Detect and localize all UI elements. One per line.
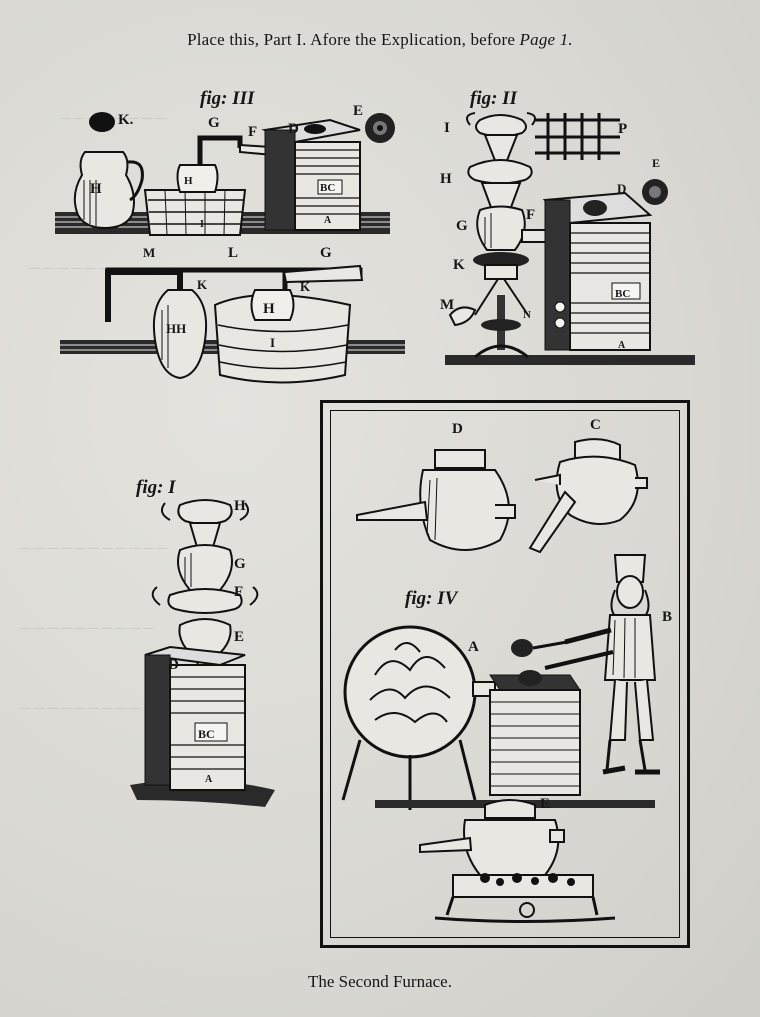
fig-2-letter-m: M: [440, 297, 455, 313]
fig-3-letter-k-left: K: [197, 277, 208, 292]
fig-4-label: fig: IV: [405, 588, 458, 609]
fig-2-letter-h: H: [440, 171, 452, 187]
fig-4-illustration: [341, 438, 660, 923]
fig-2-letter-d: D: [617, 181, 627, 196]
fig-2-letter-f: F: [526, 207, 536, 223]
fig-3-letter-hh: HH: [166, 321, 187, 336]
bleed-through-text: — — — — — — — — — —: [20, 620, 154, 634]
fig-4-letter-e: E: [540, 796, 551, 812]
fig-4-frame: [320, 400, 690, 948]
fig-2-letter-bc: BC: [615, 288, 631, 300]
fig-2-letter-k: K: [453, 257, 465, 273]
fig-3-letter-l: L: [228, 245, 239, 261]
fig-3-letter-i-lower: I: [270, 335, 276, 350]
plate-caption: The Second Furnace.: [308, 972, 452, 991]
fig-3-letter-bc: BC: [320, 182, 336, 194]
fig-2-letter-g: G: [456, 218, 468, 234]
fig-2-letter-n: N: [523, 309, 531, 321]
fig-3-letter-m: M: [143, 245, 156, 260]
bleed-through-text: — — — — — — — — —: [20, 700, 141, 714]
fig-3-letter-h: H: [90, 181, 102, 197]
fig-1-illustration: [130, 499, 275, 807]
fig-1-letter-h: H: [234, 498, 246, 514]
header-page-ref: Page 1.: [519, 30, 573, 49]
fig-1-letter-d: D: [168, 657, 179, 673]
bleed-through-text: — — — — — — — — — — —: [20, 540, 168, 554]
fig-1-letter-a: A: [205, 774, 213, 785]
bleed-through-text: — — — — — — —: [30, 260, 123, 274]
fig-3-letter-g: G: [208, 115, 220, 131]
fig-4-letter-b: B: [662, 609, 673, 625]
fig-4-letter-c: C: [590, 417, 601, 433]
page-header: Place this, Part I. Afore the Explicatio…: [0, 30, 760, 50]
fig-2-letter-p: P: [618, 121, 628, 137]
header-text: Place this, Part I. Afore the Explicatio…: [187, 30, 516, 49]
fig-3-letter-d: D: [288, 121, 299, 137]
fig-1-letter-g: G: [234, 556, 246, 572]
fig-4-inner-frame: [330, 410, 680, 938]
fig-3-letter-k-right: K: [300, 279, 311, 294]
fig-3-illustration: [55, 112, 405, 384]
fig-3-letter-h-flask: H: [184, 175, 193, 187]
fig-1-letter-bc: BC: [198, 727, 215, 741]
fig-3-letter-a: A: [324, 215, 332, 226]
fig-3-letter-h-lower: H: [263, 301, 275, 317]
fig-1-letter-f: F: [234, 584, 244, 600]
fig-3-letter-i: I: [200, 219, 204, 230]
fig-1-letter-e: E: [234, 629, 245, 645]
fig-3-letter-e: E: [353, 103, 364, 119]
fig-1-label: fig: I: [136, 477, 176, 498]
fig-3-label: fig: III: [200, 88, 255, 109]
fig-2-letter-a: A: [618, 340, 626, 351]
fig-2-illustration: [445, 112, 695, 365]
fig-4-letter-d: D: [452, 421, 463, 437]
fig-4-letter-a: A: [468, 639, 479, 655]
fig-2-letter-i: I: [444, 120, 450, 136]
fig-2-letter-e: E: [652, 156, 661, 170]
fig-3-letter-k: K.: [118, 112, 134, 128]
fig-2-label: fig: II: [470, 88, 517, 109]
fig-3-letter-g-lower: G: [320, 245, 332, 261]
fig-3-letter-f: F: [248, 124, 258, 140]
